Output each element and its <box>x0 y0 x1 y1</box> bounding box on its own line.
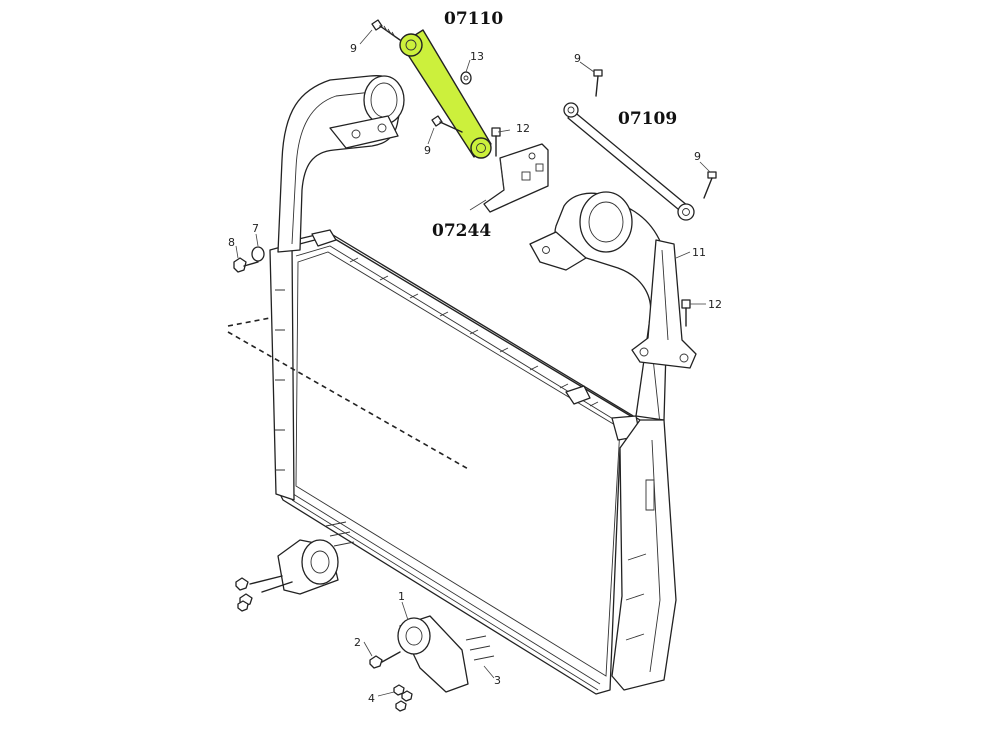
right-air-duct <box>529 191 669 501</box>
lower-right-mount <box>369 615 495 712</box>
part-code-07244: 07244 <box>432 221 491 241</box>
callout-9-top-right: 9 <box>574 52 581 65</box>
callout-9-top: 9 <box>350 42 357 55</box>
part-code-07110: 07110 <box>444 9 503 29</box>
callout-8: 8 <box>228 236 235 249</box>
bracket-07244 <box>483 143 549 213</box>
callout-9-right: 9 <box>694 150 701 163</box>
callout-2: 2 <box>354 636 361 649</box>
callout-3: 3 <box>494 674 501 687</box>
callout-9-middle: 9 <box>424 144 431 157</box>
left-air-duct <box>277 75 405 253</box>
callout-7: 7 <box>252 222 259 235</box>
reference-dashed-line <box>227 317 471 471</box>
torque-rod-07110 <box>399 29 492 159</box>
part-code-07109: 07109 <box>618 109 677 129</box>
callout-12-upper: 12 <box>516 122 530 135</box>
link-rod-07109 <box>563 102 695 221</box>
rod-bushing-bottom <box>470 137 492 159</box>
leader-lines <box>235 29 711 697</box>
callout-11: 11 <box>692 246 706 259</box>
callout-numbers: 9 13 12 9 9 9 7 8 11 12 1 2 3 4 <box>228 42 722 705</box>
callout-12-right: 12 <box>708 298 722 311</box>
part-code-labels: 07110 07109 07244 <box>432 9 677 241</box>
callout-1: 1 <box>398 590 405 603</box>
bolts <box>233 19 717 327</box>
right-side-member <box>611 419 677 691</box>
bracket-11 <box>631 239 697 369</box>
callout-13: 13 <box>470 50 484 63</box>
lower-left-mount <box>235 521 355 612</box>
rod-bushing-top <box>399 33 423 57</box>
callout-4: 4 <box>368 692 375 705</box>
